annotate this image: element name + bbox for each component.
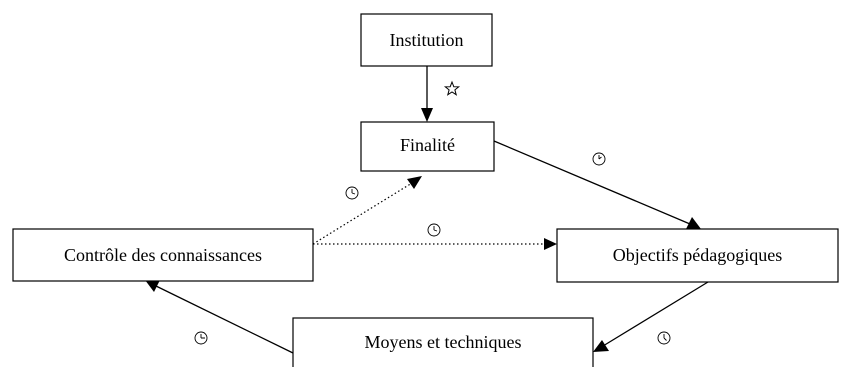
- star-icon: [443, 80, 461, 96]
- node-controle-label: Contrôle des connaissances: [64, 245, 262, 265]
- edge-institution-to-finalite: [421, 66, 433, 122]
- edge-moyens-to-controle: [145, 280, 294, 354]
- node-finalite: Finalité: [360, 121, 495, 172]
- clock-icon: [427, 223, 441, 237]
- edge-controle-to-objectifs: [313, 238, 557, 250]
- node-objectifs: Objectifs pédagogiques: [556, 228, 839, 283]
- node-controle: Contrôle des connaissances: [12, 228, 314, 282]
- node-moyens-label: Moyens et techniques: [365, 332, 522, 352]
- edge-controle-to-finalite: [312, 176, 422, 245]
- clock-icon: [592, 152, 606, 166]
- clock-icon: [194, 331, 208, 345]
- edge-finalite-to-objectifs: [493, 140, 701, 229]
- node-objectifs-label: Objectifs pédagogiques: [613, 245, 782, 265]
- node-moyens: Moyens et techniques: [292, 317, 594, 367]
- node-institution: Institution: [360, 13, 493, 67]
- clock-icon: [657, 331, 671, 345]
- clock-icon: [345, 186, 359, 200]
- node-institution-label: Institution: [389, 30, 463, 50]
- edge-objectifs-to-moyens: [593, 281, 709, 352]
- node-finalite-label: Finalité: [400, 135, 455, 155]
